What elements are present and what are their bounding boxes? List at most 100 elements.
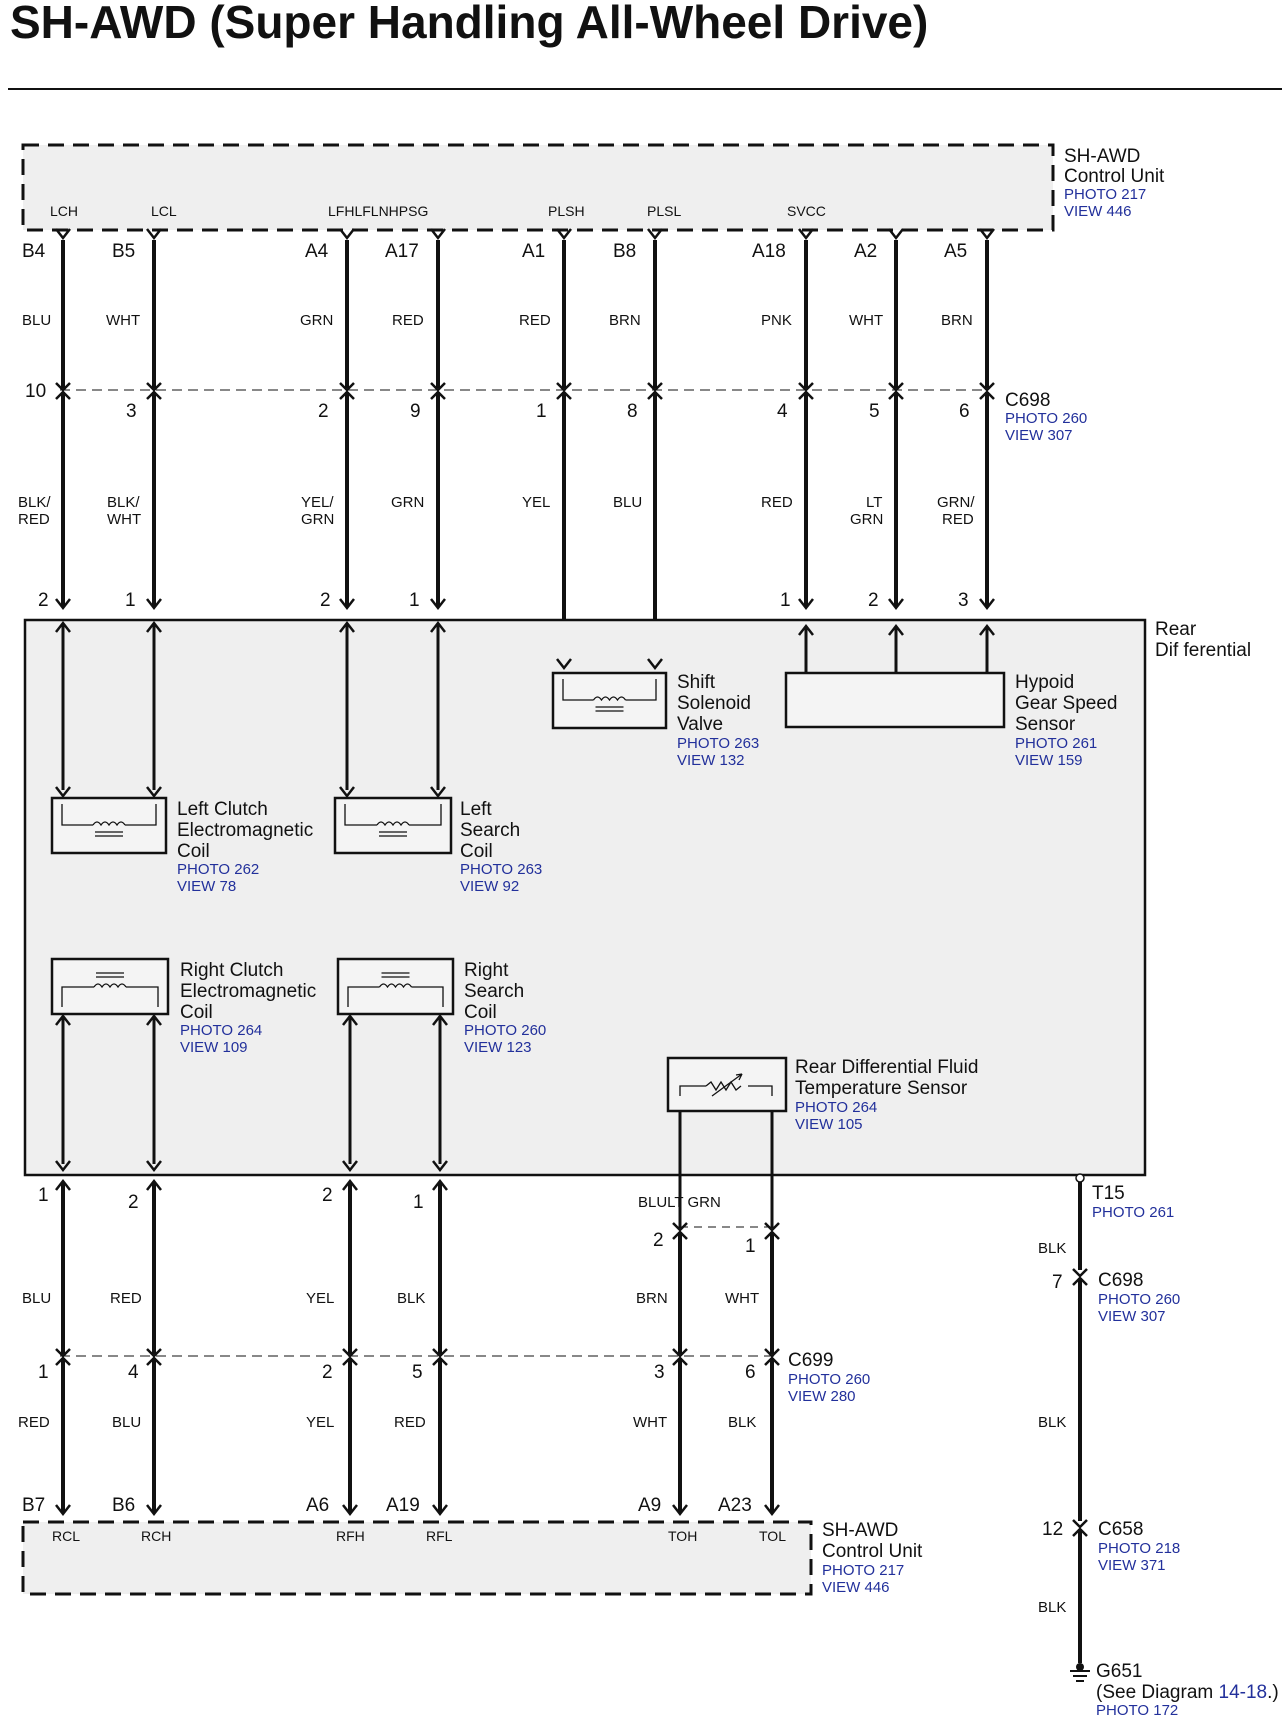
coil-winding <box>378 983 413 989</box>
terminal-arrow <box>430 620 446 633</box>
coil-winding <box>592 696 627 702</box>
wire-color: RED <box>942 511 974 528</box>
c698-pin: 1 <box>536 401 547 422</box>
ecu-bottom-pin-labels: B7 B6 A6 A19 A9 A23 <box>22 1495 752 1516</box>
terminal-arrow <box>888 623 904 636</box>
c698-pin: 8 <box>627 401 638 422</box>
left-clutch-labels: Left Clutch Electromagnetic Coil PHOTO 2… <box>177 799 313 895</box>
wire-color: BLK <box>728 1414 756 1431</box>
t15-terminal[interactable] <box>1075 1173 1085 1183</box>
coil-lead <box>409 804 442 826</box>
c699-photo[interactable]: PHOTO 260 <box>788 1371 870 1388</box>
coil-lead <box>411 986 444 1007</box>
wire-color: GRN/ <box>937 494 975 511</box>
ecu-bottom-box[interactable] <box>21 1520 813 1596</box>
shift-valve-photo[interactable]: PHOTO 263 <box>677 735 759 752</box>
terminal-arrow <box>339 598 355 611</box>
fluid-temp-photo[interactable]: PHOTO 264 <box>795 1099 877 1116</box>
right-search-photo[interactable]: PHOTO 260 <box>464 1022 546 1039</box>
coil-lead <box>344 804 377 826</box>
wire-color: YEL <box>306 1414 334 1431</box>
wire-color: WHT <box>725 1290 759 1307</box>
terminal-arrow <box>342 1504 358 1517</box>
connector-fork <box>672 1348 688 1358</box>
diff-pin: 1 <box>125 590 136 611</box>
diagram-link[interactable]: 14-18 <box>1219 1682 1268 1703</box>
rear-diff-label-1: Rear <box>1155 619 1197 640</box>
c698-top-name: C698 <box>1005 390 1050 411</box>
shift-valve-l3: Valve <box>677 714 723 735</box>
fluid-temp-view[interactable]: VIEW 105 <box>795 1116 863 1133</box>
ecu-bottom-view[interactable]: VIEW 446 <box>822 1579 890 1596</box>
right-clutch-l2: Electromagnetic <box>180 981 316 1002</box>
diff-pin: 3 <box>958 590 969 611</box>
terminal-arrow <box>146 620 162 633</box>
c699-pin: 4 <box>128 1362 139 1383</box>
coil-lead <box>125 804 157 826</box>
left-search-l2: Search <box>460 820 520 841</box>
terminal-arrow <box>556 228 572 241</box>
connector-fork <box>764 1222 780 1232</box>
wire-color: WHT <box>106 312 140 329</box>
left-search-photo[interactable]: PHOTO 263 <box>460 861 542 878</box>
wire-color: RED <box>18 1414 50 1431</box>
terminal-arrow <box>55 1160 71 1173</box>
terminal-arrow <box>146 228 162 241</box>
c698-top-photo[interactable]: PHOTO 260 <box>1005 410 1087 427</box>
hypoid-photo[interactable]: PHOTO 261 <box>1015 735 1097 752</box>
coil-winding <box>93 983 127 989</box>
c658-photo[interactable]: PHOTO 218 <box>1098 1540 1180 1557</box>
ecu-bottom-signals: RCL RCH RFH RFL TOH TOL <box>52 1528 786 1544</box>
terminal-arrow <box>146 786 162 799</box>
hypoid-l3: Sensor <box>1015 714 1076 735</box>
connector-fork <box>432 1348 448 1358</box>
right-clutch-photo[interactable]: PHOTO 264 <box>180 1022 262 1039</box>
right-clutch-view[interactable]: VIEW 109 <box>180 1039 248 1056</box>
shift-valve-l2: Solenoid <box>677 693 751 714</box>
left-clutch-photo[interactable]: PHOTO 262 <box>177 861 259 878</box>
coil-lead <box>347 986 380 1007</box>
connector-fork <box>339 382 355 392</box>
top-wire-colors: BLU WHT GRN RED RED BRN PNK WHT BRN <box>22 312 973 329</box>
terminal-arrow <box>764 1504 780 1517</box>
diff-bottom-pin: 1 <box>745 1236 756 1257</box>
ecu-bottom-photo[interactable]: PHOTO 217 <box>822 1562 904 1579</box>
right-search-view[interactable]: VIEW 123 <box>464 1039 532 1056</box>
c699-pin: 6 <box>745 1362 756 1383</box>
hypoid-l1: Hypoid <box>1015 672 1074 693</box>
hypoid-gear-speed-sensor-box[interactable] <box>784 671 1006 729</box>
diff-bottom-pin: 2 <box>322 1185 333 1206</box>
terminal-arrow <box>556 658 572 671</box>
fluid-temp-labels: Rear Differential Fluid Temperature Sens… <box>795 1057 978 1133</box>
left-search-l1: Left <box>460 799 492 820</box>
ground-wire-color: BLK <box>1038 1599 1066 1616</box>
left-search-l3: Coil <box>460 841 493 862</box>
ecu-top-view[interactable]: VIEW 446 <box>1064 203 1132 220</box>
ecu-top-box[interactable] <box>21 143 1055 232</box>
c658-view[interactable]: VIEW 371 <box>1098 1557 1166 1574</box>
wire-color: BRN <box>609 312 641 329</box>
ecu-top-photo[interactable]: PHOTO 217 <box>1064 186 1146 203</box>
c699-view[interactable]: VIEW 280 <box>788 1388 856 1405</box>
left-search-labels: Left Search Coil PHOTO 263 VIEW 92 <box>460 799 542 895</box>
left-clutch-view[interactable]: VIEW 78 <box>177 878 236 895</box>
ecu-bottom-name-1: SH-AWD <box>822 1520 898 1541</box>
signal-toh: TOH <box>668 1528 697 1544</box>
ecu-top-name-1: SH-AWD <box>1064 146 1140 167</box>
t15-photo[interactable]: PHOTO 261 <box>1092 1204 1174 1221</box>
terminal-arrow <box>430 598 446 611</box>
bottom-wire-group <box>55 1178 780 1517</box>
wire-color: YEL <box>522 494 550 511</box>
c698-ground-name: C698 <box>1098 1270 1143 1291</box>
c698-ground-photo[interactable]: PHOTO 260 <box>1098 1291 1180 1308</box>
left-search-view[interactable]: VIEW 92 <box>460 878 519 895</box>
c698-pin: 3 <box>126 401 137 422</box>
terminal-arrow <box>339 786 355 799</box>
c698-ground-view[interactable]: VIEW 307 <box>1098 1308 1166 1325</box>
c698-pin-labels: 10 3 2 9 1 8 4 5 6 <box>25 381 970 422</box>
g651-photo[interactable]: PHOTO 172 <box>1096 1702 1178 1719</box>
shift-valve-view[interactable]: VIEW 132 <box>677 752 745 769</box>
c698-top-view[interactable]: VIEW 307 <box>1005 427 1073 444</box>
hypoid-view[interactable]: VIEW 159 <box>1015 752 1083 769</box>
signal-rch: RCH <box>141 1528 171 1544</box>
